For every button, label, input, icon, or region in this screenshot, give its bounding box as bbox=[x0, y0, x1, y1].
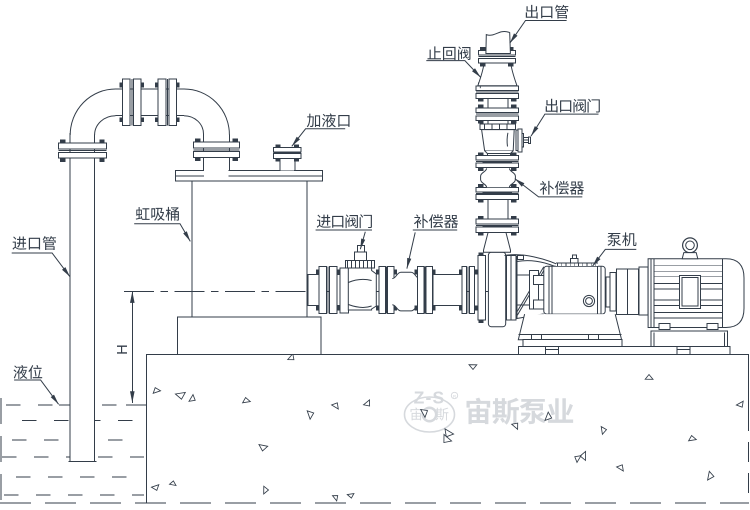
svg-text:R: R bbox=[453, 394, 457, 399]
svg-text:H: H bbox=[115, 344, 131, 354]
svg-text:Z-S: Z-S bbox=[414, 388, 446, 408]
